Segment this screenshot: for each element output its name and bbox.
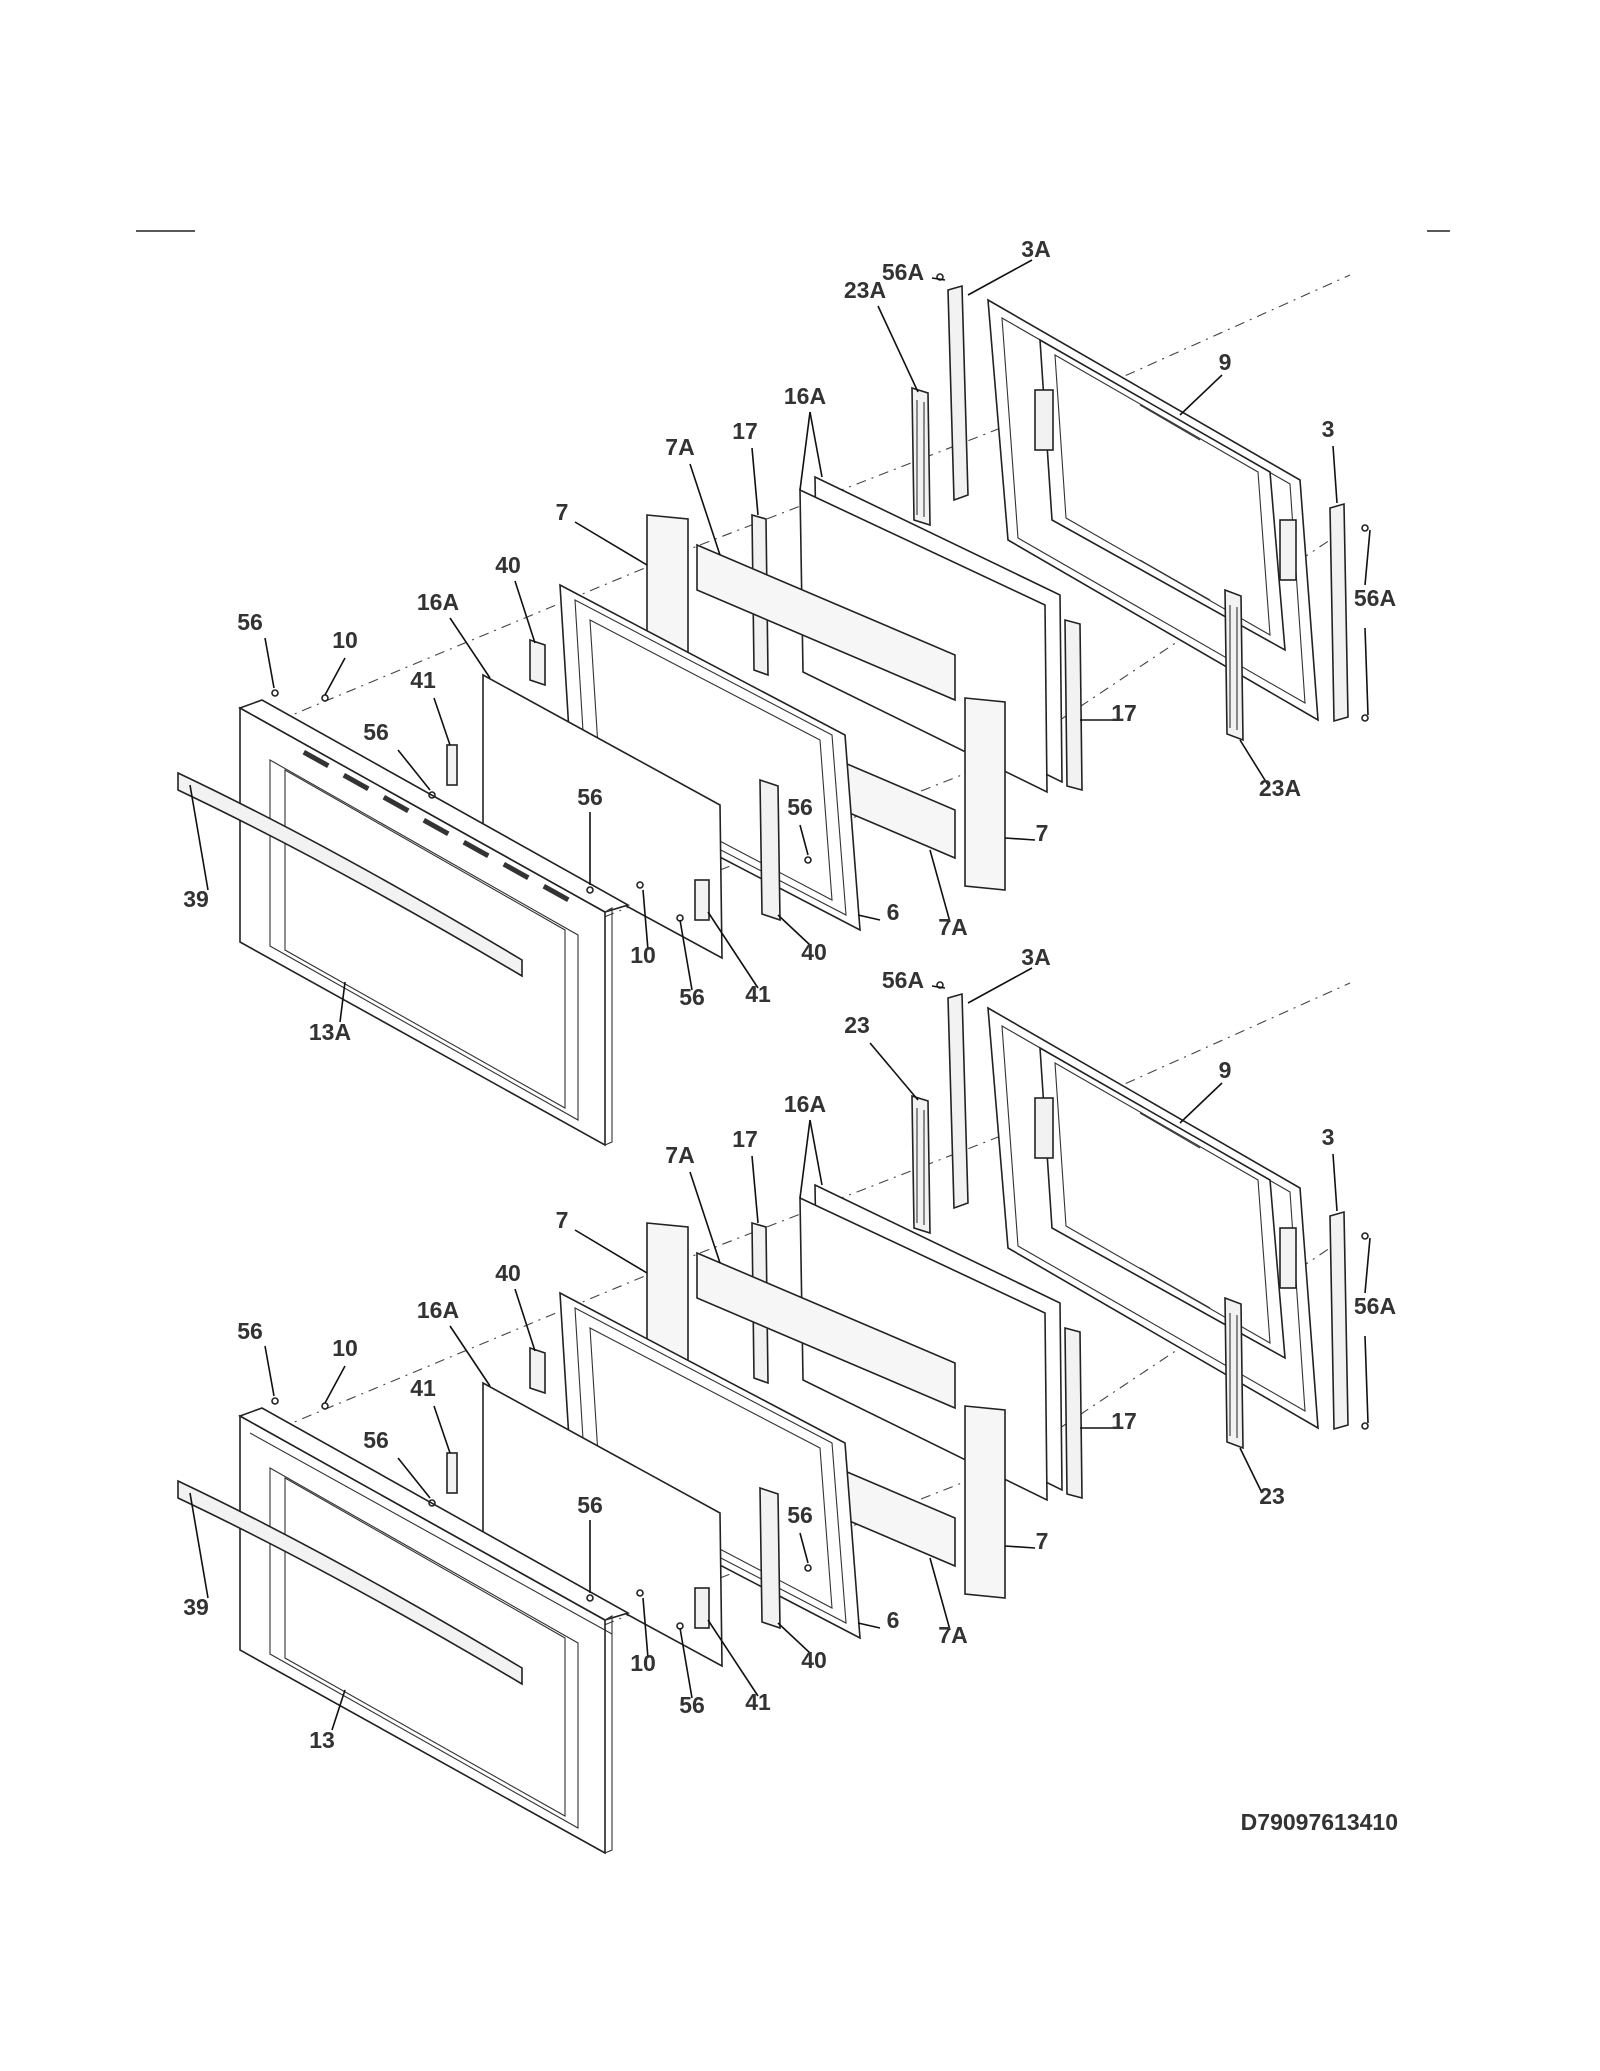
callout-l-56A-top: 56A [882,967,924,993]
callout-u-9: 9 [1219,349,1232,375]
callout-l-17-top: 17 [732,1126,758,1152]
callout-u-7-top: 7 [556,499,569,525]
outer-door-panel-13 [238,1407,631,1855]
callout-l-56A-right: 56A [1354,1293,1396,1319]
side-channel-3A [947,992,969,1210]
clip-41-bottom [694,879,710,921]
callout-l-41-bottom: 41 [745,1689,771,1715]
callout-l-6: 6 [887,1607,900,1633]
door-handle-39 [177,771,523,978]
callout-l-41-top: 41 [410,1375,436,1401]
callout-l-9: 9 [1219,1057,1232,1083]
outer-door-panel-13A [238,699,631,1147]
door-handle-39 [177,1479,523,1686]
callout-l-56-inner: 56 [787,1502,813,1528]
callout-l-56-top: 56 [237,1318,263,1344]
glass-channel-17-right [1064,1326,1083,1500]
callout-u-10-top: 10 [332,627,358,653]
callout-l-7-right: 7 [1036,1528,1049,1554]
callout-l-56-bottom: 56 [679,1692,705,1718]
inner-door-frame-6 [559,583,861,932]
callout-l-7A-bottom: 7A [938,1622,967,1648]
lower-door-assembly [177,967,1371,1855]
callout-l-16A-right: 16A [784,1091,826,1117]
side-channel-3 [1329,1210,1349,1431]
callout-u-40-top: 40 [495,552,521,578]
callout-l-56-center: 56 [577,1492,603,1518]
callout-u-23A-bottom: 23A [1259,775,1301,801]
clip-41-top [446,1452,458,1494]
callout-l-17-right: 17 [1111,1408,1137,1434]
callout-u-17-top: 17 [732,418,758,444]
callout-l-10-bottom: 10 [630,1650,656,1676]
callout-l-23-top: 23 [844,1012,870,1038]
clip-41-top [446,744,458,786]
callout-u-7-right: 7 [1036,820,1049,846]
callout-u-7A-bottom: 7A [938,914,967,940]
callout-u-7A-top: 7A [665,434,694,460]
callout-u-56A-top: 56A [882,259,924,285]
insulation-7A-top [696,1251,956,1410]
callout-u-56-center: 56 [577,784,603,810]
callout-l-7A-top: 7A [665,1142,694,1168]
clip-41-bottom [694,1587,710,1629]
hinge-23A [911,386,1244,742]
callout-l-3A: 3A [1021,944,1050,970]
inner-glass-16A [482,1381,723,1668]
callout-l-40-top: 40 [495,1260,521,1286]
hinge-receiver-40-top [529,638,546,687]
callout-u-3: 3 [1322,416,1335,442]
callout-l-40-bottom: 40 [801,1647,827,1673]
callout-u-56-inner: 56 [787,794,813,820]
hinge-receiver-40-bottom [759,1486,781,1630]
glass-channel-17-right [1064,618,1083,792]
hinge-receiver-40-top [529,1346,546,1395]
callout-u-40-bottom: 40 [801,939,827,965]
callout-l-7-top: 7 [556,1207,569,1233]
leader-lines [189,259,1371,1023]
leader-lines [189,967,1371,1731]
callout-u-6: 6 [887,899,900,925]
callout-u-13A: 13A [309,1019,351,1045]
insulation-7-right [964,1405,1006,1599]
callout-u-39: 39 [183,886,209,912]
inner-glass-16A [482,673,723,960]
callout-l-10-top: 10 [332,1335,358,1361]
side-channel-3 [1329,502,1349,723]
callout-l-23-bottom: 23 [1259,1483,1285,1509]
callout-u-56A-right: 56A [1354,585,1396,611]
callout-u-23A-top: 23A [844,277,886,303]
callout-l-16A-left: 16A [417,1297,459,1323]
callout-u-41-top: 41 [410,667,436,693]
inner-door-frame-6 [559,1291,861,1640]
callout-l-56-mid: 56 [363,1427,389,1453]
insulation-7-right [964,697,1006,891]
callout-u-16A-right: 16A [784,383,826,409]
callout-u-3A: 3A [1021,236,1050,262]
callout-u-41-bottom: 41 [745,981,771,1007]
vent-slots [302,750,570,902]
callout-u-16A-left: 16A [417,589,459,615]
callout-u-10-bottom: 10 [630,942,656,968]
side-channel-3A [947,284,969,502]
callout-u-56-mid: 56 [363,719,389,745]
hinge-23 [911,1094,1244,1450]
insulation-7A-top [696,543,956,702]
upper-door-assembly [177,259,1371,1147]
callout-u-56-bottom: 56 [679,984,705,1010]
callout-l-13: 13 [309,1727,335,1753]
callout-l-3: 3 [1322,1124,1335,1150]
callout-l-39: 39 [183,1594,209,1620]
callout-u-56-top: 56 [237,609,263,635]
callout-u-17-right: 17 [1111,700,1137,726]
drawing-number: D79097613410 [1241,1809,1398,1835]
hinge-receiver-40-bottom [759,778,781,922]
